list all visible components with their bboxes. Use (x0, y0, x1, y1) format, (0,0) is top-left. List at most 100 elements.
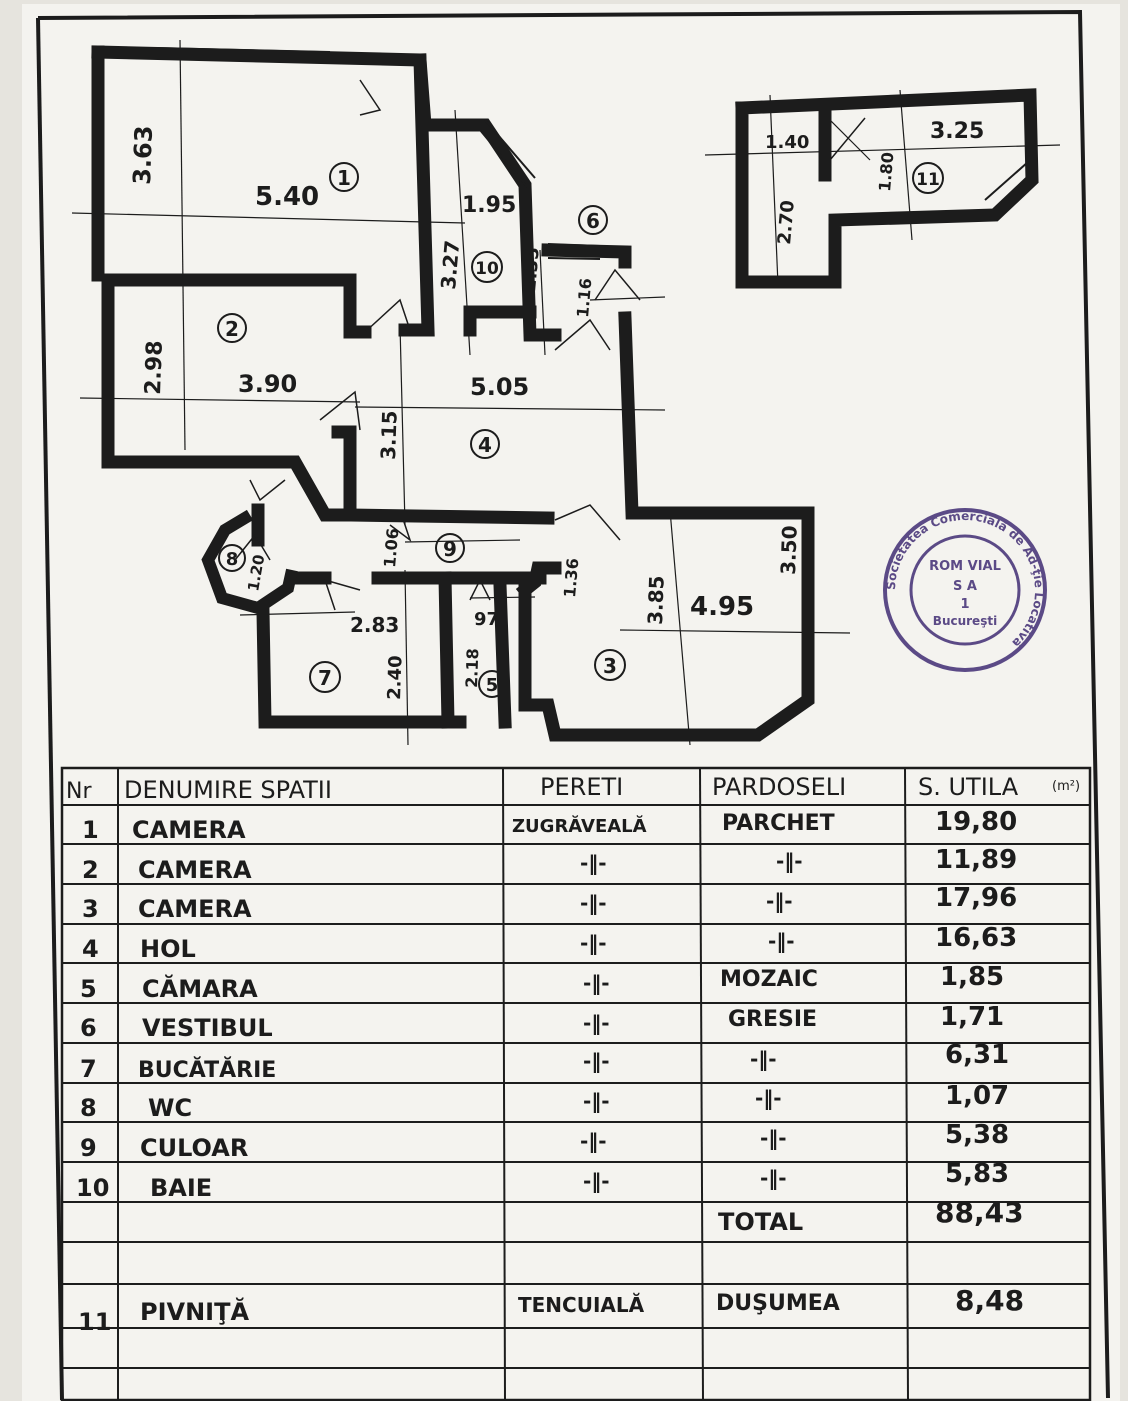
svg-text:4: 4 (82, 935, 99, 963)
svg-text:PIVNIŢĂ: PIVNIŢĂ (140, 1296, 249, 1326)
svg-text:-‖-: -‖- (583, 1049, 610, 1073)
svg-text:-‖-: -‖- (583, 1169, 610, 1193)
svg-text:8: 8 (80, 1094, 97, 1122)
dim-label: 2.18 (462, 648, 482, 688)
dim-label: 1.40 (765, 132, 809, 153)
dim-label: 3.63 (128, 125, 158, 185)
svg-text:CAMERA: CAMERA (138, 895, 252, 923)
dim-label: 2.70 (774, 199, 799, 245)
svg-text:1: 1 (82, 816, 99, 844)
table-row: 5 CĂMARA -‖- MOZAIC 1,85 (80, 962, 1004, 1003)
svg-text:8,48: 8,48 (955, 1284, 1024, 1317)
svg-text:16,63: 16,63 (935, 923, 1017, 953)
svg-text:-‖-: -‖- (760, 1166, 787, 1190)
svg-text:-‖-: -‖- (583, 1011, 610, 1035)
dim-label: 2.83 (350, 613, 399, 637)
dim-label: 3.25 (930, 119, 984, 144)
dim-label: 2.40 (384, 655, 407, 700)
svg-text:CAMERA: CAMERA (132, 816, 246, 844)
svg-text:5,83: 5,83 (945, 1159, 1009, 1189)
svg-text:ZUGRĂVEALĂ: ZUGRĂVEALĂ (512, 815, 647, 837)
svg-text:-‖-: -‖- (755, 1086, 782, 1110)
svg-text:HOL: HOL (140, 935, 196, 963)
svg-text:-‖-: -‖- (760, 1126, 787, 1150)
dim-label: 2.35 (519, 246, 544, 292)
room-number-8: 8 (218, 544, 246, 572)
table-text: Nr DENUMIRE SPATII PERETI PARDOSELI S. U… (66, 773, 1080, 1336)
header-name: DENUMIRE SPATII (124, 776, 332, 804)
dim-label: 1.16 (573, 277, 595, 318)
total-value: 88,43 (935, 1196, 1024, 1229)
svg-text:6,31: 6,31 (945, 1040, 1009, 1070)
total-label: TOTAL (718, 1208, 803, 1236)
dim-label: 3.90 (238, 370, 297, 398)
svg-text:CĂMARA: CĂMARA (142, 973, 258, 1003)
svg-text:BUCĂTĂRIE: BUCĂTĂRIE (138, 1057, 276, 1083)
table-row: 1 CAMERA ZUGRĂVEALĂ PARCHET 19,80 (82, 807, 1017, 844)
room-number-1: 1 (329, 162, 359, 192)
svg-text:-‖-: -‖- (580, 931, 607, 955)
dim-label: 4.95 (690, 592, 754, 622)
frame-border-left (36, 17, 64, 1401)
frame-border-right (37, 9, 1110, 1399)
room-numbers: 1 2 3 4 5 6 7 8 9 10 11 (217, 162, 944, 698)
dim-label: 3.50 (776, 525, 802, 575)
svg-text:WC: WC (148, 1094, 192, 1122)
svg-text:19,80: 19,80 (935, 807, 1017, 837)
table-row: 10 BAIE -‖- -‖- 5,83 (76, 1159, 1009, 1202)
svg-text:2: 2 (82, 856, 99, 884)
door-swings (234, 79, 866, 611)
room-number-7: 7 (309, 661, 341, 693)
dim-label: 97 (474, 609, 499, 630)
table-row: 3 CAMERA -‖- -‖- 17,96 (82, 883, 1017, 923)
svg-text:CAMERA: CAMERA (138, 856, 252, 884)
table-row: 9 CULOAR -‖- -‖- 5,38 (80, 1120, 1009, 1162)
svg-text:-‖-: -‖- (750, 1047, 777, 1071)
dim-label: 1.06 (380, 527, 402, 568)
table-row: 7 BUCĂTĂRIE -‖- -‖- 6,31 (80, 1040, 1009, 1083)
svg-text:MOZAIC: MOZAIC (720, 967, 818, 992)
svg-text:GRESIE: GRESIE (728, 1007, 817, 1032)
stamp-line: Bucureşti (933, 614, 997, 628)
wc-wall (201, 509, 298, 615)
svg-text:9: 9 (443, 537, 457, 561)
stamp-line: S A (953, 579, 977, 594)
table-row: 2 CAMERA -‖- -‖- 11,89 (82, 845, 1017, 884)
stamp-line: 1 (960, 597, 969, 612)
room-number-4: 4 (470, 429, 500, 459)
dim-label: 3.15 (376, 410, 402, 460)
table-row: 4 HOL -‖- -‖- 16,63 (82, 923, 1017, 963)
room-number-6: 6 (578, 205, 608, 235)
dim-label: 5.40 (255, 182, 319, 212)
svg-text:-‖-: -‖- (768, 929, 795, 953)
svg-text:10: 10 (475, 259, 499, 279)
svg-text:11,89: 11,89 (935, 845, 1017, 875)
svg-text:9: 9 (80, 1134, 97, 1162)
svg-text:1,07: 1,07 (945, 1081, 1009, 1111)
svg-text:5: 5 (80, 975, 97, 1003)
svg-text:5,38: 5,38 (945, 1120, 1009, 1150)
svg-text:11: 11 (78, 1308, 111, 1336)
svg-text:1,85: 1,85 (940, 962, 1004, 992)
svg-text:4: 4 (478, 433, 492, 457)
svg-text:-‖-: -‖- (580, 851, 607, 875)
svg-text:BAIE: BAIE (150, 1174, 212, 1202)
svg-text:PARCHET: PARCHET (722, 811, 835, 836)
svg-text:6: 6 (80, 1014, 97, 1042)
room-number-9: 9 (435, 533, 465, 563)
room-number-10: 10 (471, 251, 503, 283)
header-walls: PERETI (540, 773, 623, 801)
table-row-extra: 11 PIVNIŢĂ TENCUIALĂ DUŞUMEA 8,48 (78, 1284, 1024, 1336)
svg-text:6: 6 (586, 209, 600, 233)
table-row: 8 WC -‖- -‖- 1,07 (80, 1081, 1009, 1122)
dim-label: 5.05 (470, 373, 529, 401)
svg-text:7: 7 (318, 666, 332, 690)
svg-text:3: 3 (82, 895, 99, 923)
svg-text:-‖-: -‖- (583, 971, 610, 995)
walls (91, 45, 1039, 742)
svg-text:-‖-: -‖- (766, 889, 793, 913)
dimension-labels: 3.63 5.40 1.95 3.27 2.35 2.98 3.90 5.05 … (128, 119, 984, 700)
svg-text:10: 10 (76, 1174, 109, 1202)
svg-text:2: 2 (225, 317, 239, 341)
